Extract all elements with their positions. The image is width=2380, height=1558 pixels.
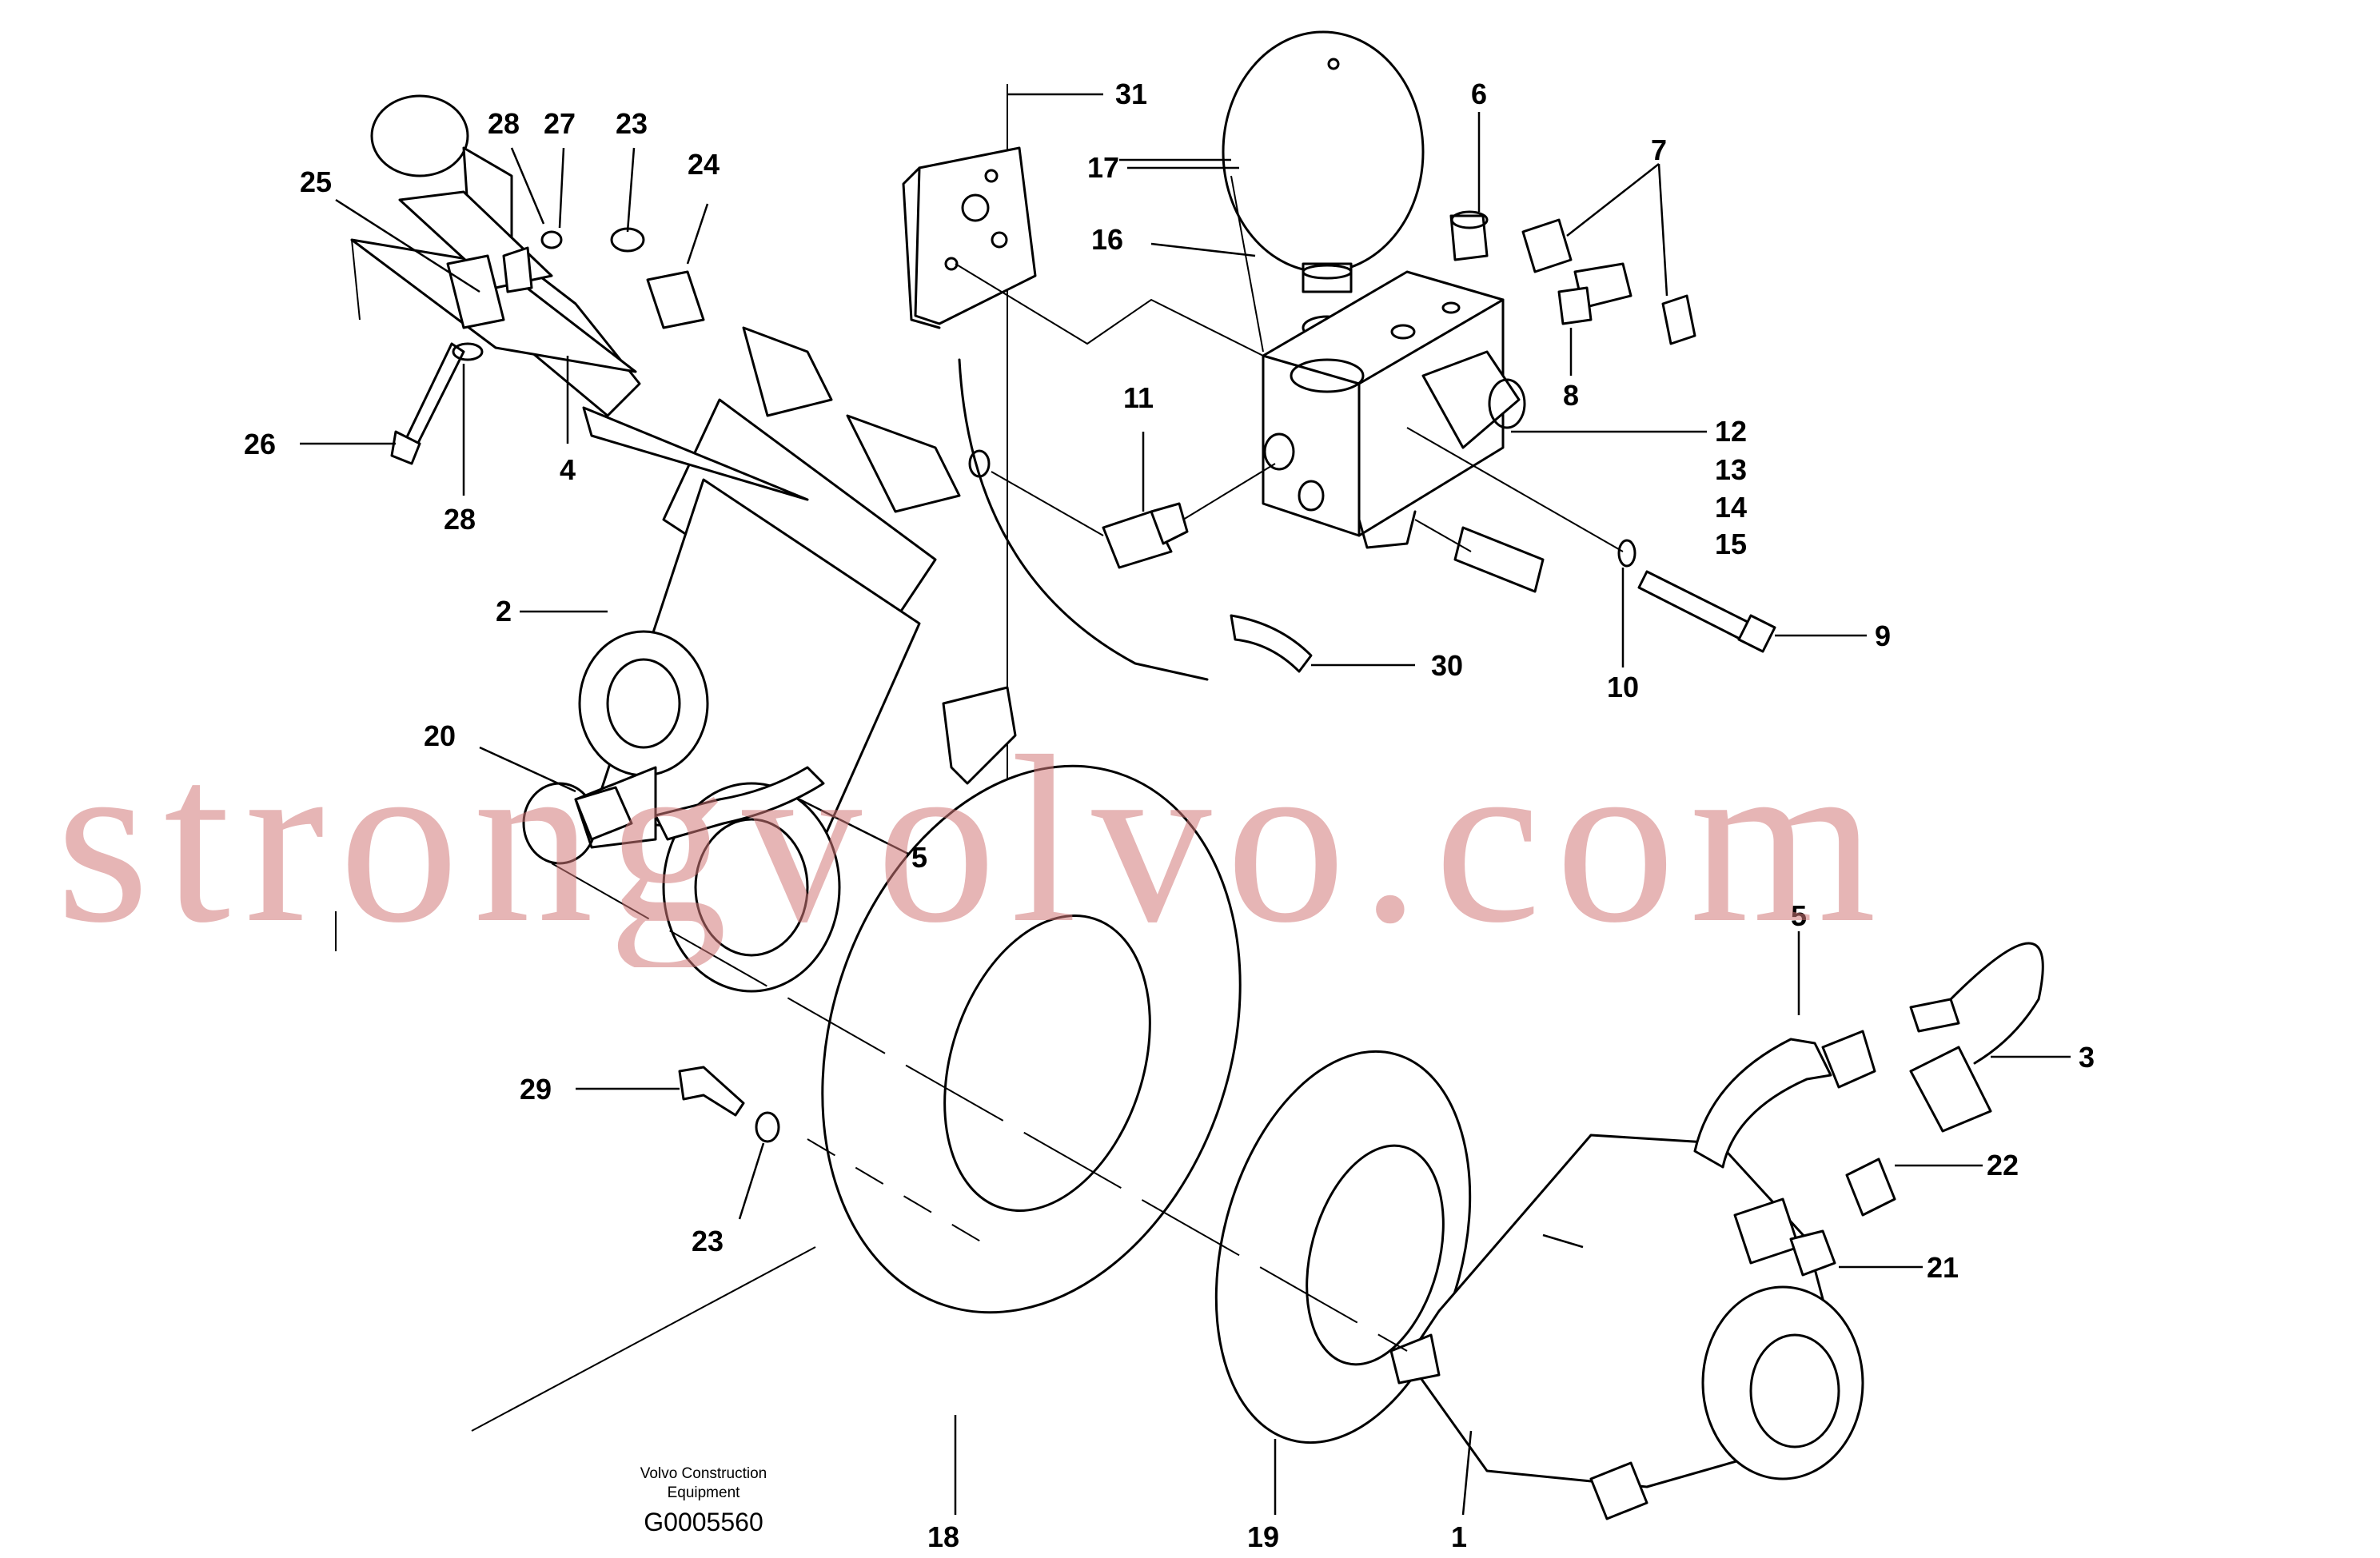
figure-code: G0005560 [644,1508,763,1536]
company-line-2: Equipment [667,1484,740,1501]
bracket-part [350,190,645,373]
callout-21: 21 [1927,1251,1959,1284]
accumulator-part [1222,30,1425,293]
callout-1: 1 [1451,1520,1467,1553]
callout-2: 2 [496,595,512,628]
callout-5-right: 5 [1791,899,1807,932]
mounting-plate-part [902,146,1037,329]
elbow-fitting-part [968,449,1189,569]
callout-12: 12 [1715,415,1747,448]
callout-23-upper: 23 [616,107,648,140]
callout-7: 7 [1651,133,1667,166]
company-caption: Volvo Construction Equipment [608,1464,799,1503]
callout-19: 19 [1247,1520,1279,1553]
callout-9: 9 [1875,620,1891,652]
sensor-part [1909,1046,1992,1133]
bolt-part-29 [678,1066,745,1117]
washer-part-23 [755,1111,780,1143]
bolt-part [1637,570,1776,653]
callout-28-lower: 28 [444,503,476,536]
callout-8: 8 [1563,379,1579,412]
brake-disc-part [821,764,1242,1314]
callout-20: 20 [424,719,456,752]
callout-25: 25 [300,165,332,198]
callout-6: 6 [1471,78,1487,110]
callout-3: 3 [2079,1041,2095,1074]
callout-5-upper: 5 [911,841,927,874]
fitting-part [1449,210,1696,345]
callout-31: 31 [1115,78,1147,110]
caliper-part [1389,1134,1864,1520]
hose-part-5 [654,766,825,841]
callout-4: 4 [560,453,576,486]
company-line-1: Volvo Construction [640,1465,767,1482]
valve-block-part [1262,270,1545,593]
motor-assembly-part [370,94,1017,993]
pointer-arrow [582,406,809,501]
elbow-fitting-20 [574,786,633,841]
callout-11: 11 [1123,381,1154,414]
callout-23-lower: 23 [692,1225,724,1257]
callout-22: 22 [1987,1149,2019,1181]
callout-28-upper: 28 [488,107,520,140]
callout-16: 16 [1091,223,1123,256]
callout-29: 29 [520,1073,552,1106]
callout-24: 24 [688,148,720,181]
callout-30: 30 [1431,649,1463,682]
callout-15: 15 [1715,528,1747,560]
callout-14: 14 [1715,491,1747,524]
screw-part [646,270,705,329]
washer-part [1617,539,1636,568]
callout-26: 26 [244,428,276,460]
hose-part [958,358,1209,681]
hose-part-right [1693,1038,1832,1169]
callout-10: 10 [1607,671,1639,703]
callout-13: 13 [1715,453,1747,486]
callout-17: 17 [1087,151,1119,184]
callout-18: 18 [927,1520,959,1553]
callout-27: 27 [544,107,576,140]
